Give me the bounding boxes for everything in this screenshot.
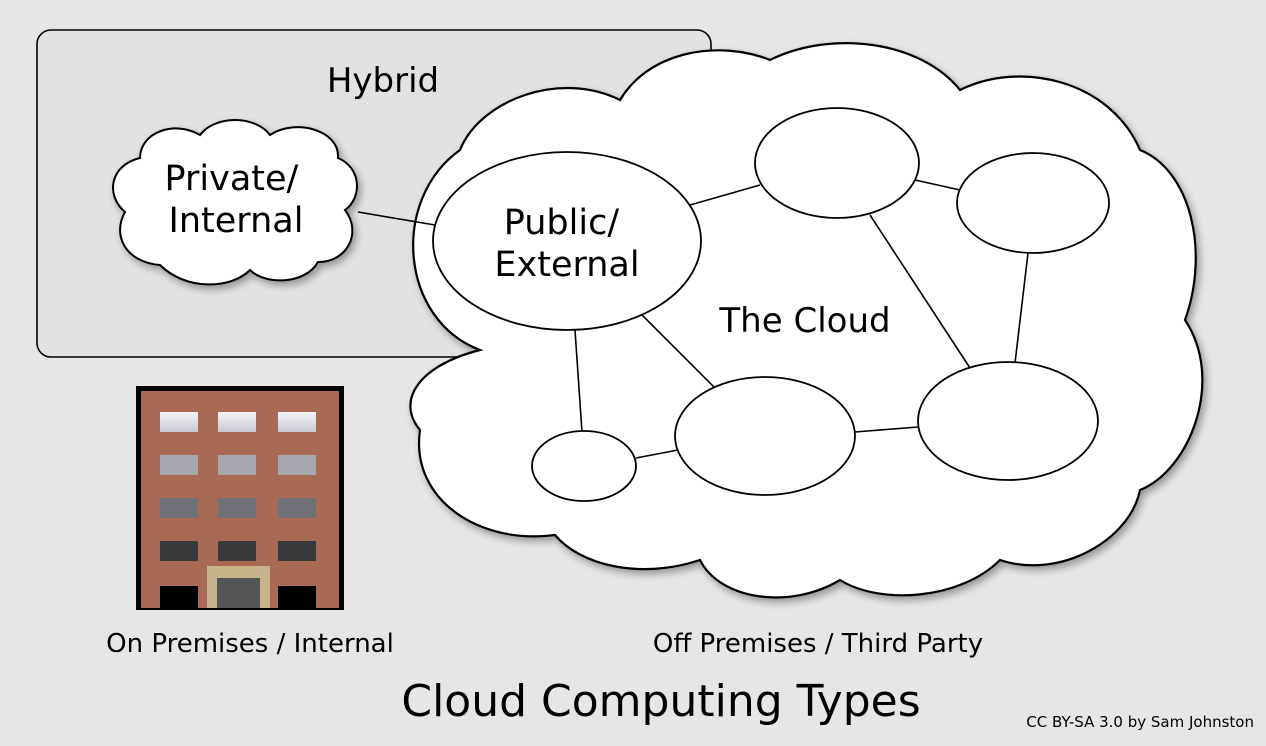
office-building-icon [136,386,344,610]
link-node3-node4 [854,426,919,433]
private-label-line2: Internal [169,201,304,241]
on-premises-label: On Premises / Internal [106,629,394,659]
private-cloud-shape [112,119,358,286]
network-node-2 [956,152,1110,254]
public-label-line2: External [494,245,639,285]
network-links [357,179,1029,459]
the-cloud-label: The Cloud [718,301,890,341]
link-public-node3 [641,314,716,389]
private-label-line1: Private/ [165,159,299,199]
diagram-title: Cloud Computing Types [401,676,920,727]
network-node-3 [674,376,856,496]
network-node-1 [754,107,920,219]
license-credit: CC BY-SA 3.0 by Sam Johnston [1026,713,1254,731]
hybrid-label: Hybrid [327,61,439,101]
network-node-4 [917,361,1099,481]
link-node1-node4 [869,214,971,369]
building-windows [160,412,316,608]
network-node-5 [531,430,637,502]
public-external-node [432,151,702,331]
link-public-node1 [689,184,761,206]
link-node2-node4 [1014,252,1029,364]
public-external-label: Public/ External [494,203,639,285]
link-public-node5 [574,329,583,433]
link-node1-node2 [914,179,961,191]
private-internal-label: Private/ Internal [165,159,310,241]
off-premises-label: Off Premises / Third Party [653,629,983,659]
link-private-public [357,211,436,226]
link-node5-node3 [635,449,679,459]
public-label-line1: Public/ [504,203,620,243]
